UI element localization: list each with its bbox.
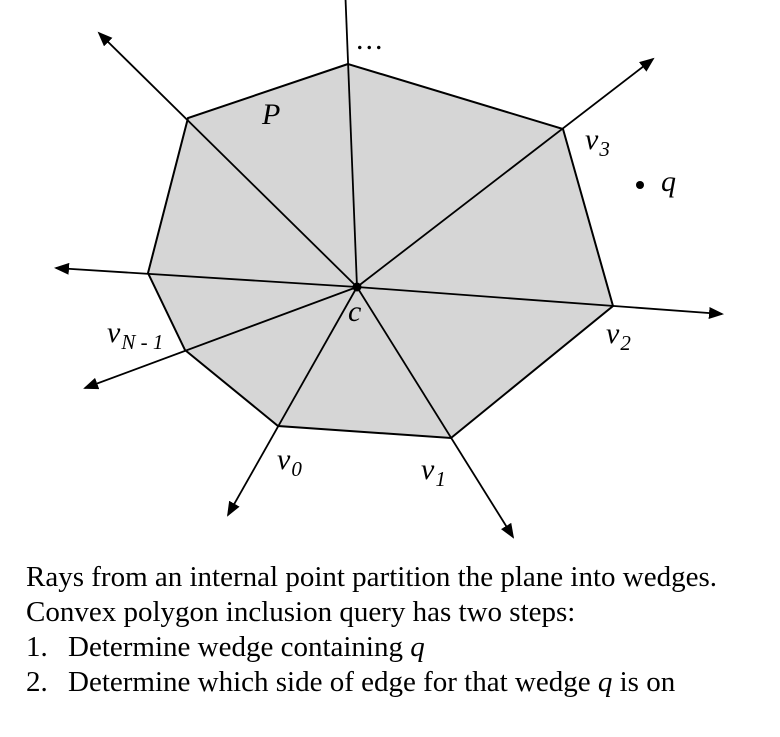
wedge-ray-4 (227, 286, 358, 517)
wedge-ray-5 (356, 286, 515, 539)
ellipsis-label: ... (356, 23, 385, 56)
vertex-label-v0: v0 (277, 443, 302, 481)
wedge-ray-1 (97, 31, 358, 288)
wedge-ray-7 (356, 57, 655, 288)
caption-line-2: Convex polygon inclusion query has two s… (26, 596, 576, 628)
wedge-ray-6 (356, 286, 724, 320)
wedge-partition-diagram: P ... c q v0 v1 v2 v3 vN - 1 (54, 0, 724, 539)
query-point-q (636, 181, 644, 189)
caption-step-2: 2. Determine which side of edge for that… (26, 665, 766, 700)
wedge-ray-0 (344, 0, 358, 288)
polygon-label-P: P (262, 98, 281, 131)
vertex-label-vN-1: vN - 1 (107, 316, 164, 354)
step-number: 2. (26, 666, 48, 698)
center-label-c: c (348, 295, 362, 328)
vertex-label-v3: v3 (585, 123, 610, 161)
vertex-label-v1: v1 (421, 453, 446, 491)
step-text: Determine wedge containing q (68, 631, 425, 663)
wedge-ray-3 (83, 286, 358, 390)
step-text: Determine which side of edge for that we… (68, 666, 676, 698)
wedge-ray-2 (54, 262, 358, 288)
query-label-q: q (661, 165, 676, 198)
convex-polygon-P (146, 62, 615, 440)
diagram-canvas (54, 0, 724, 539)
vertex-label-v2: v2 (606, 317, 631, 355)
caption-line-1: Rays from an internal point partition th… (26, 561, 718, 593)
caption-step-1: 1. Determine wedge containing q (26, 630, 766, 665)
center-point-c (352, 282, 362, 292)
step-number: 1. (26, 631, 48, 663)
caption: Rays from an internal point partition th… (26, 560, 766, 700)
